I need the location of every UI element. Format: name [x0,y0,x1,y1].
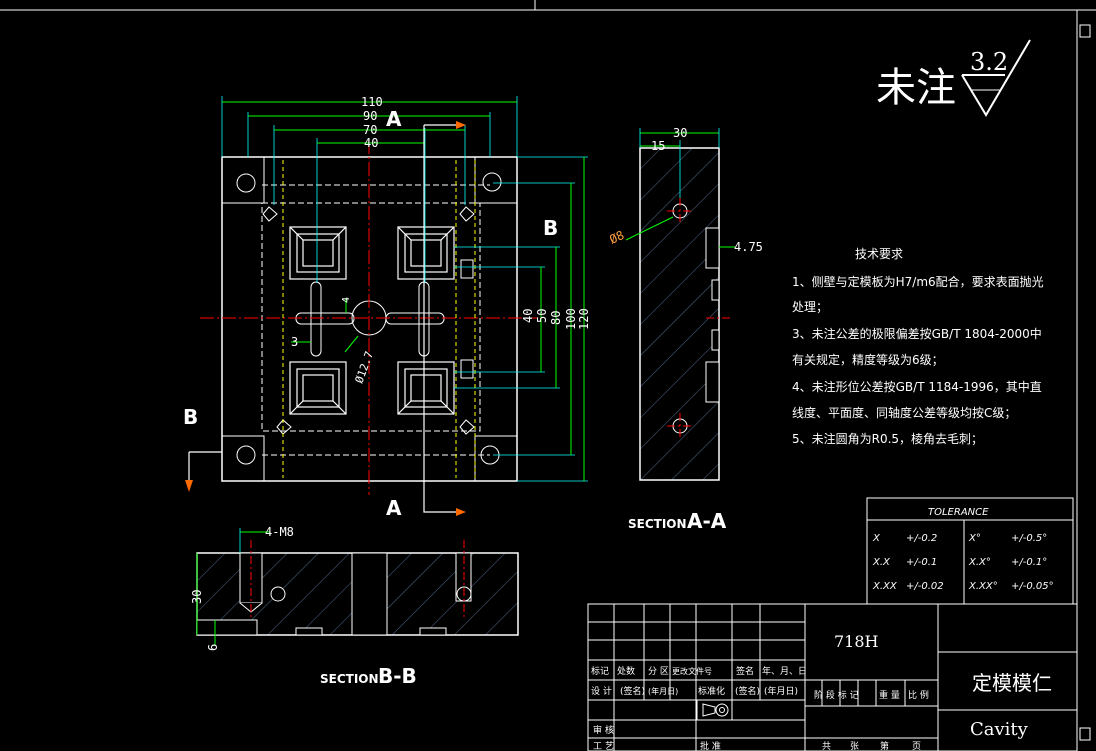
tech-line-5: 4、未注形位公差按GB/T 1184-1996，其中直 [792,379,1042,394]
section-bb-title-letter: B-B [378,664,417,688]
section-aa-title-letter: A-A [687,509,727,533]
dim-50: 50 [535,309,549,323]
front-view-dimensions: 110 90 70 40 120 100 80 50 40 4 3 Ø12.7 [291,95,591,385]
section-bb-view: 4-M8 30 6 SECTION B-B [190,525,519,688]
section-bb-title-prefix: SECTION [320,672,379,686]
tech-requirements: 技术要求 1、侧壁与定模板为H7/m6配合，要求表面抛光 处理； 3、未注公差的… [792,247,1044,446]
dim-4: 4 [341,297,352,303]
tolerance-title: TOLERANCE [928,507,989,518]
bb-dim-height: 30 [190,590,204,604]
rev-header-doc: 更改文件号 [672,666,712,676]
tol-row3-d: +/-0.05° [1011,581,1054,592]
tol-row1-c: X° [968,533,981,544]
front-view: 110 90 70 40 120 100 80 50 40 4 3 Ø12.7 … [183,95,591,520]
sheet-total: 共 [822,741,831,751]
rev-header-mark: 标记 [591,665,609,677]
dim-3: 3 [291,335,298,349]
design-date: (年月日) [648,686,678,696]
projection-icon [696,699,733,721]
dim-110: 110 [361,95,383,109]
dim-sprue-diameter: Ø12.7 [353,349,377,385]
aa-dim-hole: Ø8 [607,228,626,247]
review-label: 审 核 [593,724,614,736]
stage-label: 阶 段 标 记 [814,689,859,701]
tol-row3-c: X.XX° [968,581,998,592]
section-mark-a-bottom: A [386,496,402,520]
bb-dim-step: 6 [206,644,220,651]
sheet-unit-1: 张 [850,741,859,751]
tol-row2-a: X.X [872,557,891,568]
scale-label: 比 例 [908,689,929,701]
tolerance-table: TOLERANCE X +/-0.2 X° +/-0.5° X.X +/-0.1… [866,497,1074,605]
rev-header-count: 处数 [617,665,635,677]
section-aa-title-prefix: SECTION [628,517,687,531]
tech-line-6: 线度、平面度、同轴度公差等级均按C级； [792,405,1016,420]
section-aa-view: 30 15 Ø8 4.75 SECTION A-A [607,126,763,533]
tol-row1-a: X [872,533,881,544]
design-sign: (签名) [620,685,645,697]
rev-header-date: 年、月、日 [762,665,807,677]
material-value: 718H [834,632,879,651]
unmarked-label: 未注 [876,65,956,111]
aa-dim-offset: 15 [651,139,665,153]
tech-line-2: 处理； [792,300,828,314]
title-block: 标记 处数 分 区 更改文件号 签名 年、月、日 设 计 (签名) (年月日) … [587,603,1078,751]
tech-title: 技术要求 [855,247,903,261]
dim-70: 70 [363,123,377,137]
part-name: 定模模仁 [972,671,1052,695]
tol-row3-a: X.XX [872,581,898,592]
rev-header-sign: 签名 [736,665,754,677]
aa-dim-recess: 4.75 [734,240,763,254]
section-mark-b-left: B [183,405,198,429]
tech-line-3: 3、未注公差的极限偏差按GB/T 1804-2000中 [792,326,1042,341]
standard-date: (年月日) [764,685,798,697]
dim-40: 40 [364,136,378,150]
roughness-value: 3.2 [970,48,1008,76]
tech-line-4: 有关规定，精度等级为6级； [792,352,944,367]
tol-row2-b: +/-0.1 [906,557,937,568]
roughness-symbol: 未注 3.2 [876,39,1031,117]
dim-80: 80 [549,311,563,325]
rev-header-zone: 分 区 [648,666,669,677]
tech-line-7: 5、未注圆角为R0.5，棱角去毛刺； [792,431,983,446]
sheet-current: 第 [880,740,889,751]
dim-40-height: 40 [521,309,535,323]
dim-100: 100 [564,308,578,330]
sheet-unit-2: 页 [912,741,921,751]
weight-label: 重 量 [879,689,900,701]
tol-row2-d: +/-0.1° [1011,557,1047,568]
section-mark-b-right: B [543,216,558,240]
dim-90: 90 [363,109,377,123]
aa-dim-width: 30 [673,126,687,140]
section-markers: A A B B [183,107,558,520]
section-mark-a-top: A [386,107,402,131]
tech-line-1: 1、侧壁与定模板为H7/m6配合，要求表面抛光 [792,274,1044,289]
tol-row1-b: +/-0.2 [906,533,937,544]
part-name-en: Cavity [970,719,1029,740]
tol-row1-d: +/-0.5° [1011,533,1047,544]
standard-label: 标准化 [698,685,725,697]
standard-sign: (签名) [735,685,760,697]
tol-row2-c: X.X° [968,557,991,568]
dim-120: 120 [577,308,591,330]
process-label: 工 艺 [593,741,614,751]
bb-dim-thread: 4-M8 [265,525,294,539]
approve-label: 批 准 [700,740,721,751]
tol-row3-b: +/-0.02 [906,581,944,592]
design-label: 设 计 [591,685,612,697]
